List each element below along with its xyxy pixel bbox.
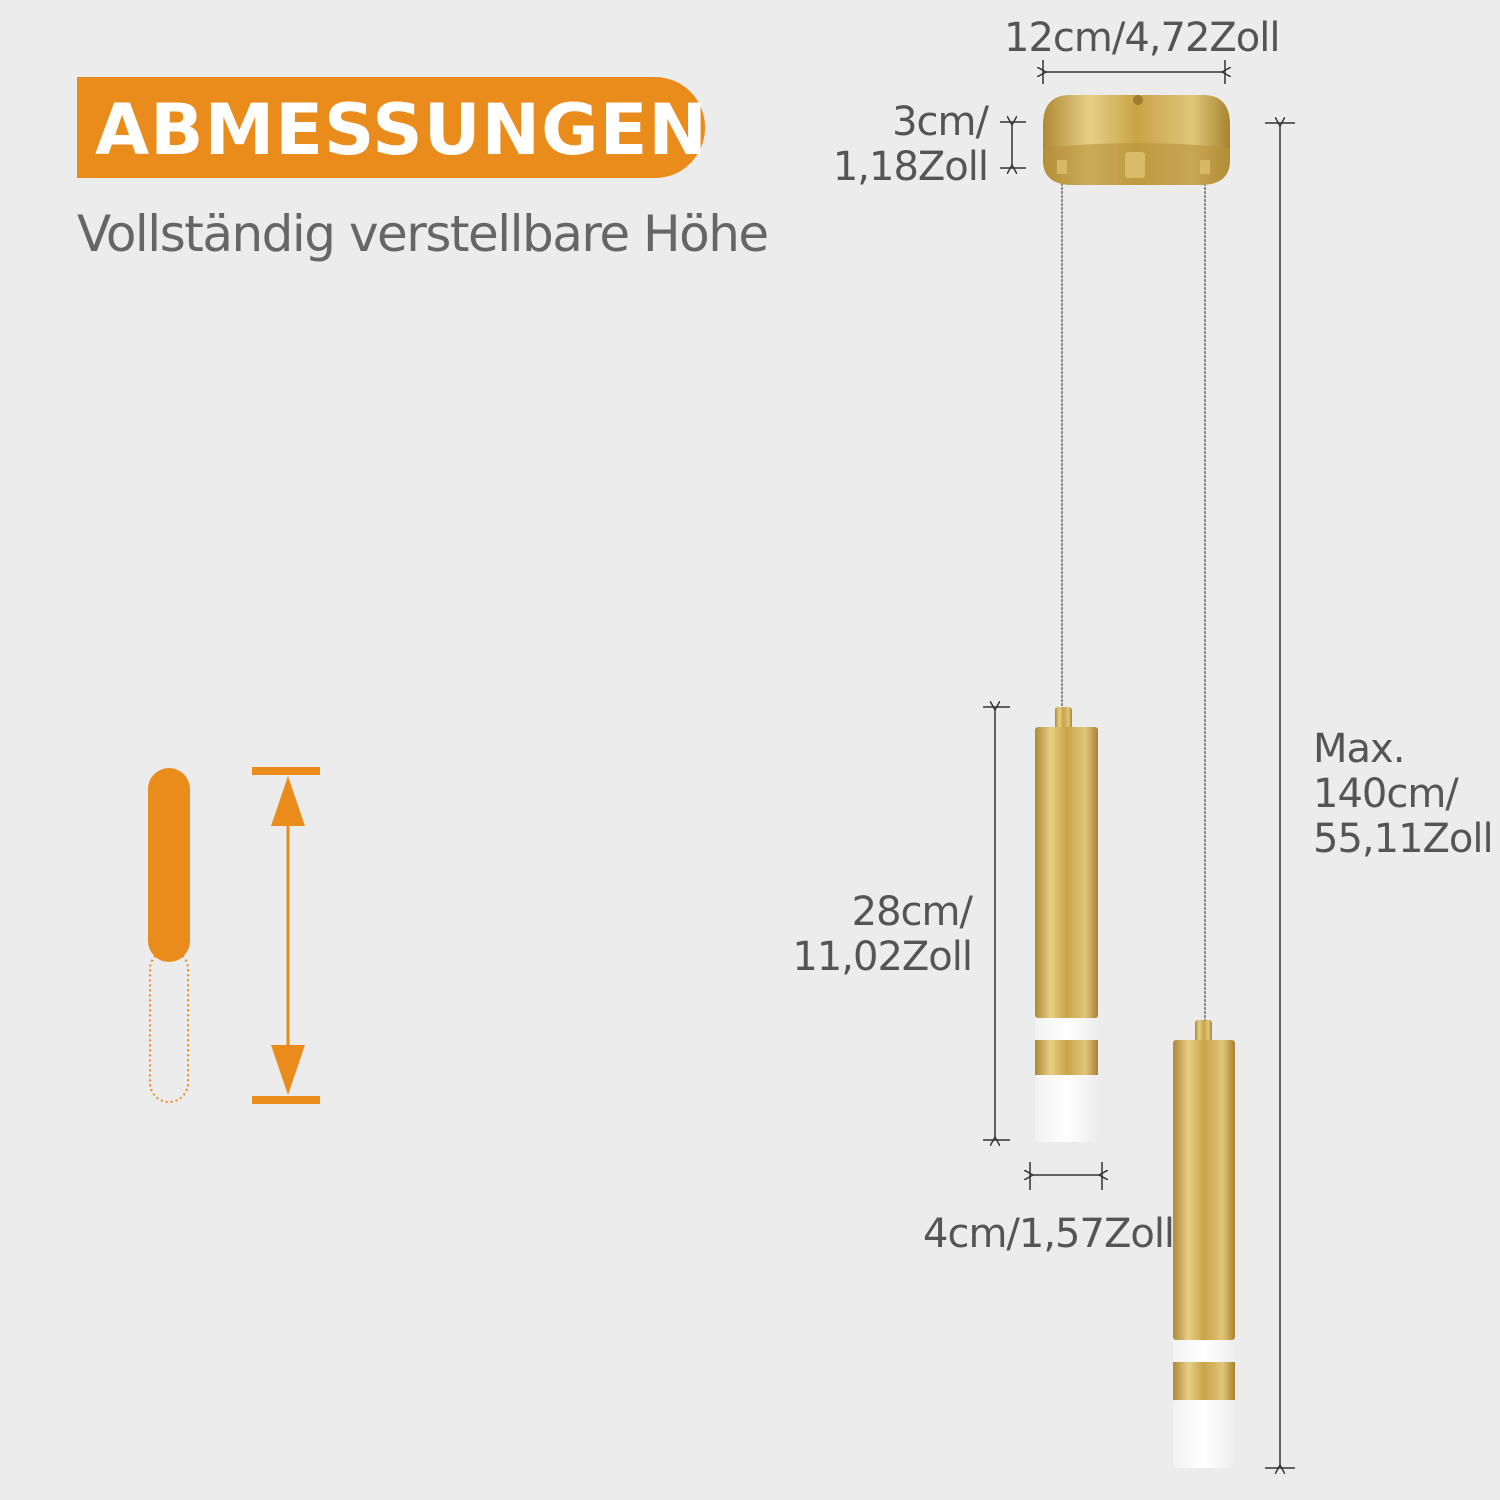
pendant-short [1035, 707, 1098, 1142]
canopy-width-label: 12cm/4,72Zoll [1004, 15, 1280, 61]
max-height-dimension [1265, 123, 1295, 1468]
canopy [1043, 95, 1230, 185]
page-title: ABMESSUNGEN [95, 89, 708, 171]
max-height-line3: 55,11Zoll [1313, 816, 1494, 862]
title-badge: ABMESSUNGEN [77, 77, 708, 178]
shade-length-line2: 11,02Zoll [792, 934, 973, 980]
shade-length-line1: 28cm/ [851, 889, 973, 935]
canopy-height-line1: 3cm/ [892, 99, 989, 145]
pendant-long [1173, 1020, 1235, 1468]
canopy-height-dimension [1000, 122, 1026, 168]
shade-diameter-label: 4cm/1,57Zoll [923, 1211, 1175, 1257]
shade-length-label: 28cm/ 11,02Zoll [792, 889, 973, 980]
max-height-line1: Max. [1313, 726, 1405, 772]
canopy-height-label: 3cm/ 1,18Zoll [832, 99, 989, 190]
shade-length-dimension [983, 707, 1010, 1140]
max-height-line2: 140cm/ [1313, 771, 1459, 817]
canopy-height-line2: 1,18Zoll [832, 144, 989, 190]
page-subtitle: Vollständig verstellbare Höhe [77, 205, 769, 263]
canopy-width-dimension [1043, 60, 1225, 84]
shade-diameter-dimension [1030, 1162, 1102, 1190]
max-height-label: Max. 140cm/ 55,11Zoll [1313, 726, 1494, 862]
adjustable-height-icon [148, 767, 320, 1104]
